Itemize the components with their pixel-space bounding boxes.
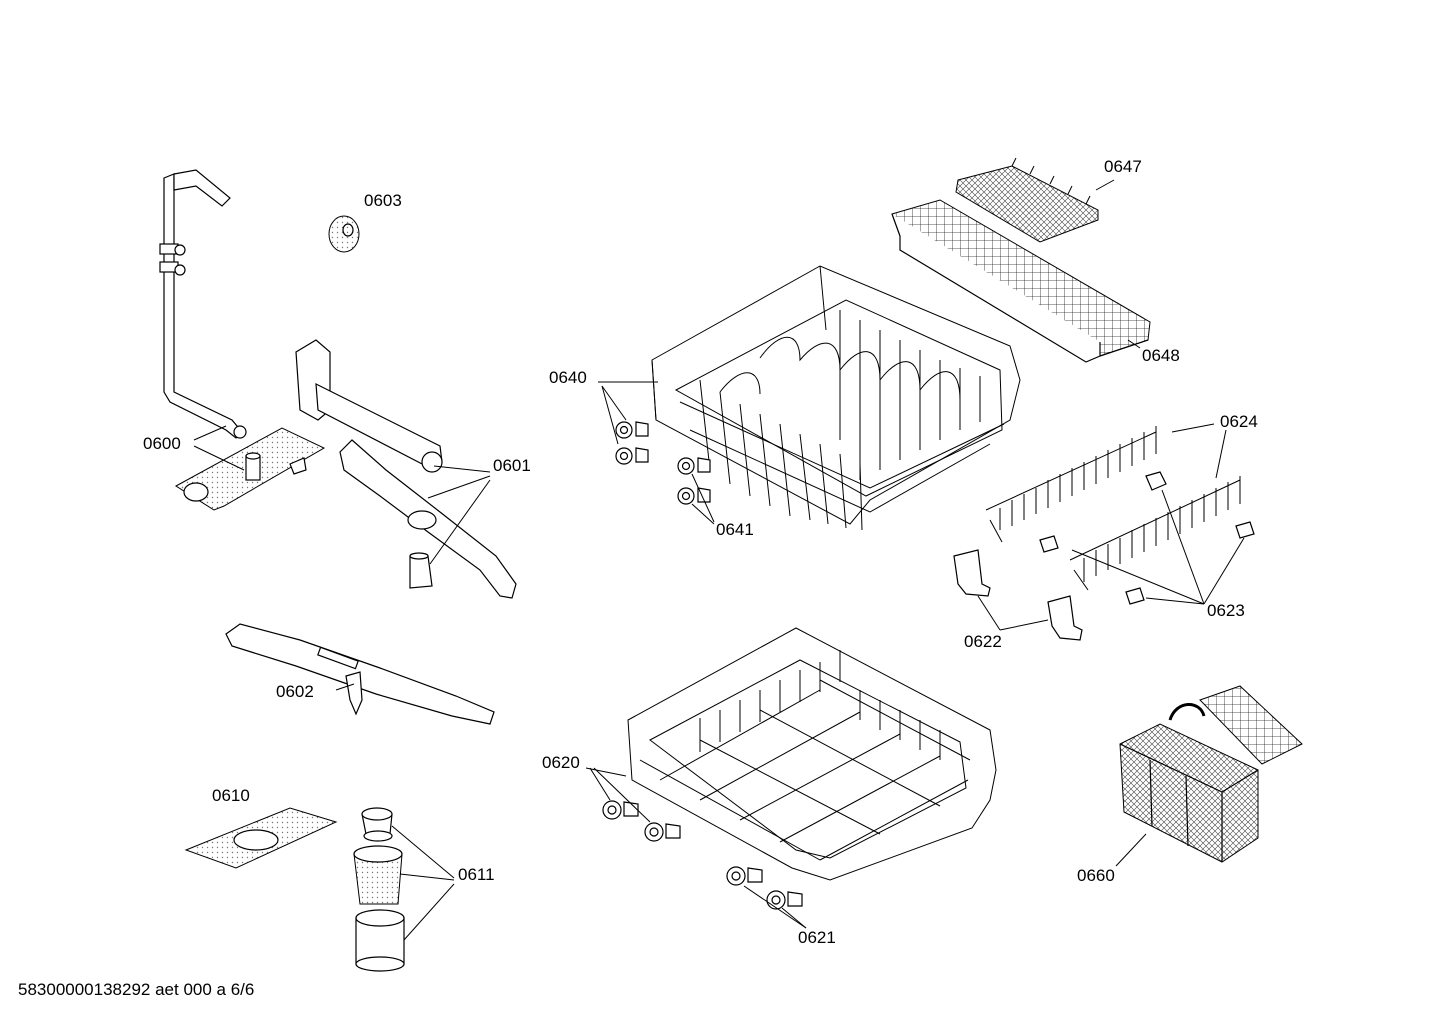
label-0640: 0640 bbox=[549, 368, 587, 387]
part-0640-basket-rollers bbox=[615, 421, 649, 465]
label-0641: 0641 bbox=[716, 520, 754, 539]
part-0601-spray-arm bbox=[339, 439, 517, 599]
part-0660-cutlery-basket bbox=[1119, 685, 1303, 863]
label-0601: 0601 bbox=[493, 456, 531, 475]
label-0648: 0648 bbox=[1142, 346, 1180, 365]
part-0611-filter-set bbox=[353, 807, 405, 972]
part-upper-basket bbox=[651, 265, 1021, 531]
label-0623: 0623 bbox=[1207, 601, 1245, 620]
part-0621-basket-rollers bbox=[726, 866, 803, 910]
part-lower-basket bbox=[627, 627, 997, 881]
part-0624-tine-row-lower bbox=[1069, 476, 1241, 591]
part-0602-lower-spray-arm bbox=[225, 623, 495, 725]
part-0624-tine-row-upper bbox=[985, 426, 1157, 543]
label-0602: 0602 bbox=[276, 682, 314, 701]
part-0641-basket-rollers bbox=[677, 457, 711, 505]
part-0622-holders bbox=[953, 549, 1083, 641]
part-labels: 0600 0601 0602 0603 0610 0611 0620 0621 … bbox=[143, 157, 1258, 947]
part-0601-spray-arm-carrier bbox=[295, 339, 443, 473]
part-0600-feed-pipe bbox=[159, 169, 247, 439]
part-0603-filter-disk bbox=[328, 215, 360, 253]
leader-lines bbox=[193, 179, 1245, 941]
part-0600-diverter-plate bbox=[175, 427, 326, 511]
label-0660: 0660 bbox=[1077, 866, 1115, 885]
part-0620-basket-rollers bbox=[602, 800, 681, 842]
label-0622: 0622 bbox=[964, 632, 1002, 651]
label-0610: 0610 bbox=[212, 786, 250, 805]
part-0610-flat-sieve bbox=[184, 807, 338, 869]
document-footer-id: 58300000138292 aet 000 a 6/6 bbox=[18, 980, 255, 999]
label-0600: 0600 bbox=[143, 434, 181, 453]
label-0620: 0620 bbox=[542, 753, 580, 772]
part-0648-cutlery-tray bbox=[891, 199, 1151, 363]
label-0624: 0624 bbox=[1220, 412, 1258, 431]
label-0603: 0603 bbox=[364, 191, 402, 210]
label-0621: 0621 bbox=[798, 928, 836, 947]
part-0623-clips bbox=[1039, 471, 1255, 605]
part-0647-tray-cover bbox=[955, 157, 1099, 243]
label-0611: 0611 bbox=[458, 865, 495, 884]
label-0647: 0647 bbox=[1104, 157, 1142, 176]
